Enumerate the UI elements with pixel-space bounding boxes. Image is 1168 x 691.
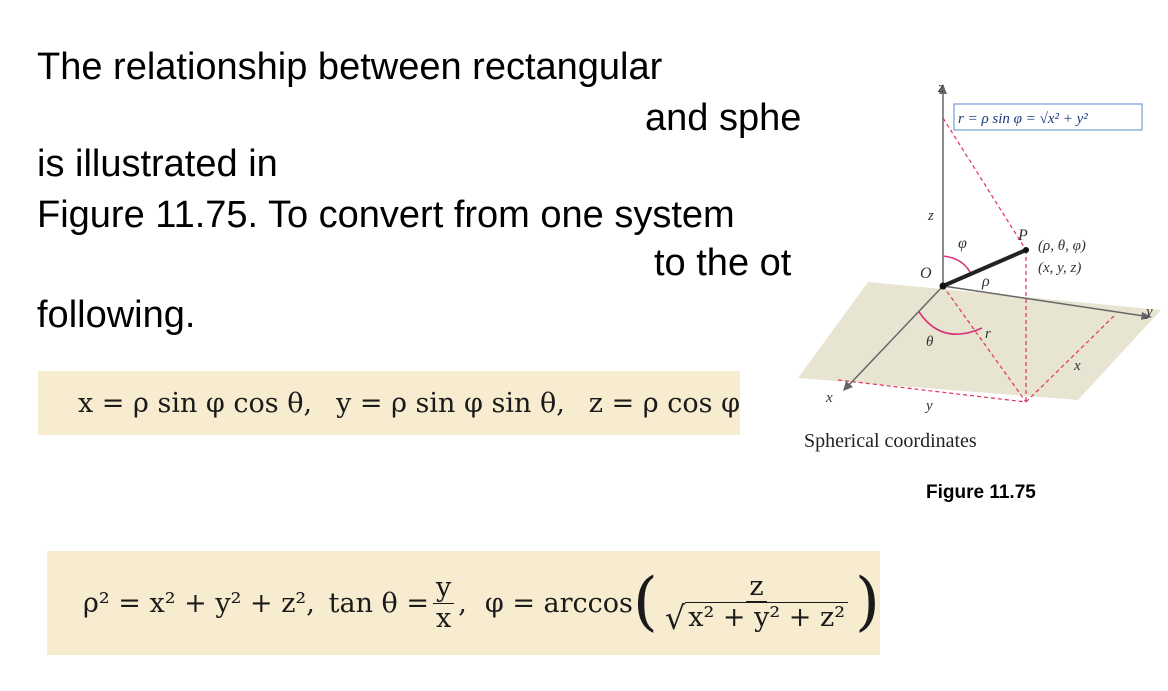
axis-y-label: y — [1144, 304, 1153, 320]
formula-rho-squared: ρ² = x² + y² + z², — [83, 587, 315, 619]
x-axis — [847, 285, 944, 387]
r-line — [942, 285, 1027, 403]
y-axis-arrow-icon — [1141, 312, 1152, 320]
rho-segment — [942, 248, 1027, 288]
x-axis-arrow-icon — [843, 381, 853, 391]
z-axis-arrow-icon — [939, 84, 947, 94]
formula-rect-from-spherical: x = ρ sin φ cos θ, y = ρ sin φ sin θ, z … — [38, 371, 740, 435]
formula-z: z = ρ cos φ — [588, 387, 740, 419]
y-projection-label: y — [924, 398, 933, 414]
paragraph-line-3: is illustrated in — [37, 143, 278, 185]
rho-label: ρ — [981, 273, 990, 290]
y-axis — [942, 285, 1145, 317]
radical-icon: √ — [664, 599, 686, 638]
phi-label: φ — [958, 235, 967, 252]
figure-number-label: Figure 11.75 — [926, 482, 1036, 503]
paragraph-line-6: following. — [37, 294, 196, 336]
formula-tan-lhs: tan θ = — [328, 587, 430, 619]
coords-rect-label: (x, y, z) — [1038, 260, 1081, 276]
sqrt-radicand: x² + y² + z² — [685, 602, 849, 633]
paragraph-line-5: to the ot — [654, 242, 792, 284]
projection-line-x — [837, 379, 1027, 403]
x-projection-label: x — [1073, 358, 1081, 374]
paragraph-line-2: and sphe — [645, 97, 800, 139]
xy-plane — [798, 282, 1161, 400]
phi-arc-icon — [942, 255, 971, 273]
formula-comma: , — [458, 587, 467, 619]
origin-label: O — [920, 265, 932, 282]
formula-x: x = ρ sin φ cos θ, — [78, 387, 313, 419]
fraction-y-over-x: y x — [433, 573, 455, 634]
r-label: r — [985, 326, 991, 342]
fraction-num-y: y — [433, 573, 455, 604]
sqrt-denominator: √ x² + y² + z² — [662, 602, 851, 634]
origin-point — [939, 282, 947, 290]
r-bracket-line — [942, 117, 1027, 251]
r-formula-box — [953, 103, 1143, 131]
right-paren-icon: ) — [855, 565, 880, 640]
coords-spherical-label: (ρ, θ, φ) — [1038, 238, 1086, 254]
formula-y: y = ρ sin φ sin θ, — [336, 387, 565, 419]
fraction-arccos-arg: z √ x² + y² + z² — [662, 571, 851, 634]
point-P — [1023, 247, 1029, 253]
axis-z-label: z — [937, 80, 944, 96]
fraction-den-x: x — [436, 602, 452, 634]
r-formula-label: r = ρ sin φ = √x² + y² — [958, 111, 1088, 127]
fraction-num-z: z — [746, 571, 767, 603]
theta-label: θ — [926, 334, 934, 350]
formula-spherical-from-rect: ρ² = x² + y² + z², tan θ = y x , φ = arc… — [47, 551, 880, 655]
figure-caption: Spherical coordinates — [804, 430, 977, 452]
formula-phi-lhs: φ = arccos — [484, 587, 633, 619]
left-paren-icon: ( — [632, 565, 658, 640]
paragraph: The relationship between rectangular and… — [37, 46, 800, 336]
axis-x-label: x — [825, 390, 833, 406]
theta-arc-icon — [918, 311, 983, 336]
paragraph-line-4: Figure 11.75. To convert from one system — [37, 194, 735, 236]
point-P-label: P — [1017, 227, 1028, 244]
z-height-label: z — [927, 208, 934, 224]
spherical-coordinates-figure: z r = ρ sin φ = √x² + y² z φ P (ρ, θ, φ)… — [798, 80, 1161, 414]
paragraph-line-1: The relationship between rectangular — [37, 46, 663, 88]
